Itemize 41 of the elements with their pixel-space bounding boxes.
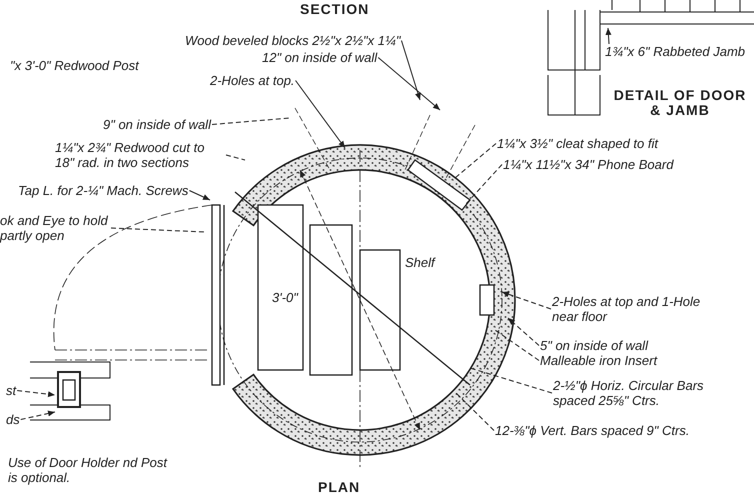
callout-text: Tap L. for 2-¼" Mach. Screws	[18, 183, 188, 198]
leader-line	[110, 228, 206, 232]
leader-line	[470, 368, 552, 394]
leader-line	[211, 118, 290, 125]
callout-text: 5" on inside of wall	[540, 338, 648, 353]
leader-line	[454, 392, 494, 431]
leader-line	[464, 164, 502, 206]
leader-line	[188, 190, 210, 200]
leader-line	[20, 410, 56, 420]
callout-text: 2-½"ϕ Horiz. Circular Bars spaced 25⅝" Ctrs.	[553, 378, 723, 408]
leader-line	[605, 28, 612, 44]
callout-text: 12-⅜"ϕ Vert. Bars spaced 9" Ctrs.	[495, 423, 690, 438]
callout-text: 9" on inside of wall	[103, 117, 211, 132]
callout-text: 1¼"x 2¾" Redwood cut to 18" rad. in two sections	[55, 140, 225, 170]
callout-text: ds	[6, 412, 20, 427]
callout-text: 2-Holes at top and 1-Hole near floor	[552, 294, 702, 324]
note-text: Use of Door Holder nd Post is optional.	[8, 455, 168, 485]
detail-title: DETAIL OF DOOR & JAMB	[612, 88, 748, 118]
leader-line	[295, 80, 346, 148]
leader-line	[494, 330, 540, 361]
leader-line	[378, 57, 440, 110]
leader-line	[400, 40, 421, 100]
part-label: Shelf	[405, 255, 435, 270]
dimension-label: 3'-0"	[272, 290, 298, 305]
leader-line	[502, 291, 552, 310]
callout-text: 2-Holes at top.	[210, 73, 295, 88]
part-label: "x 3'-0" Redwood Post	[10, 58, 139, 73]
callout-text: 12" on inside of wall	[262, 50, 378, 65]
leader-line	[508, 318, 540, 346]
callout-text: 1¼"x 3½" cleat shaped to fit	[497, 136, 658, 151]
callout-text: ok and Eye to hold partly open	[0, 213, 110, 243]
leader-line	[226, 154, 246, 160]
callout-text: 1¼"x 11½"x 34" Phone Board	[503, 157, 674, 172]
callout-text: Malleable iron Insert	[540, 353, 658, 368]
leader-line	[454, 143, 496, 178]
leader-line	[16, 390, 56, 398]
callout-text: st	[6, 383, 16, 398]
view-title: PLAN	[318, 480, 360, 495]
callout-text: 1¾"x 6" Rabbeted Jamb	[605, 44, 746, 59]
callout-text: Wood beveled blocks 2½"x 2½"x 1¼"	[185, 33, 400, 48]
view-title: SECTION	[300, 2, 370, 17]
